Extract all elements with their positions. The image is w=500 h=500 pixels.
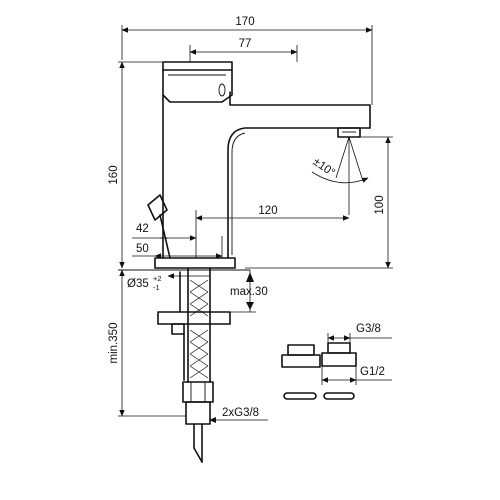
pop-up-rod [147,194,171,259]
label-hole-tol-upper: +2 [153,274,162,283]
dim-adapter-lower [321,366,392,385]
dim-base-width [132,236,223,259]
dim-deck-thickness [230,270,256,313]
adapter-1 [281,344,321,400]
label-base-width: 50 [136,243,149,255]
dim-hose-length [118,269,186,417]
dim-hose-connection [209,417,268,423]
label-hole-tol-lower: -1 [153,283,160,292]
dim-spout-height [245,136,393,269]
label-adapter-lower: G1/2 [360,366,385,378]
dim-tilt-angle [311,136,369,215]
mounting-shank [157,267,231,463]
dim-handle-offset [189,45,298,62]
lever-handle [162,61,233,103]
label-hose-length: min.350 [108,323,120,364]
label-hose-connection: 2xG3/8 [222,407,259,419]
label-spout-reach: 120 [258,205,277,217]
dim-overall-width [121,25,373,105]
dim-adapter-upper [327,333,392,343]
dim-spout-reach [195,210,350,258]
label-handle-offset: 77 [239,38,252,50]
label-deck-thickness: max.30 [230,286,268,298]
label-spout-height: 100 [374,195,386,214]
label-height: 160 [108,165,120,184]
dim-height [118,61,163,269]
adapter-2 [321,342,357,400]
label-tilt-angle: ±10° [311,156,337,179]
label-adapter-upper: G3/8 [356,323,381,335]
faucet-body [154,91,371,269]
label-overall-width: 170 [235,16,254,28]
label-pop-up-offset: 42 [136,223,149,235]
label-hole-diameter: Ø35 [127,278,149,290]
